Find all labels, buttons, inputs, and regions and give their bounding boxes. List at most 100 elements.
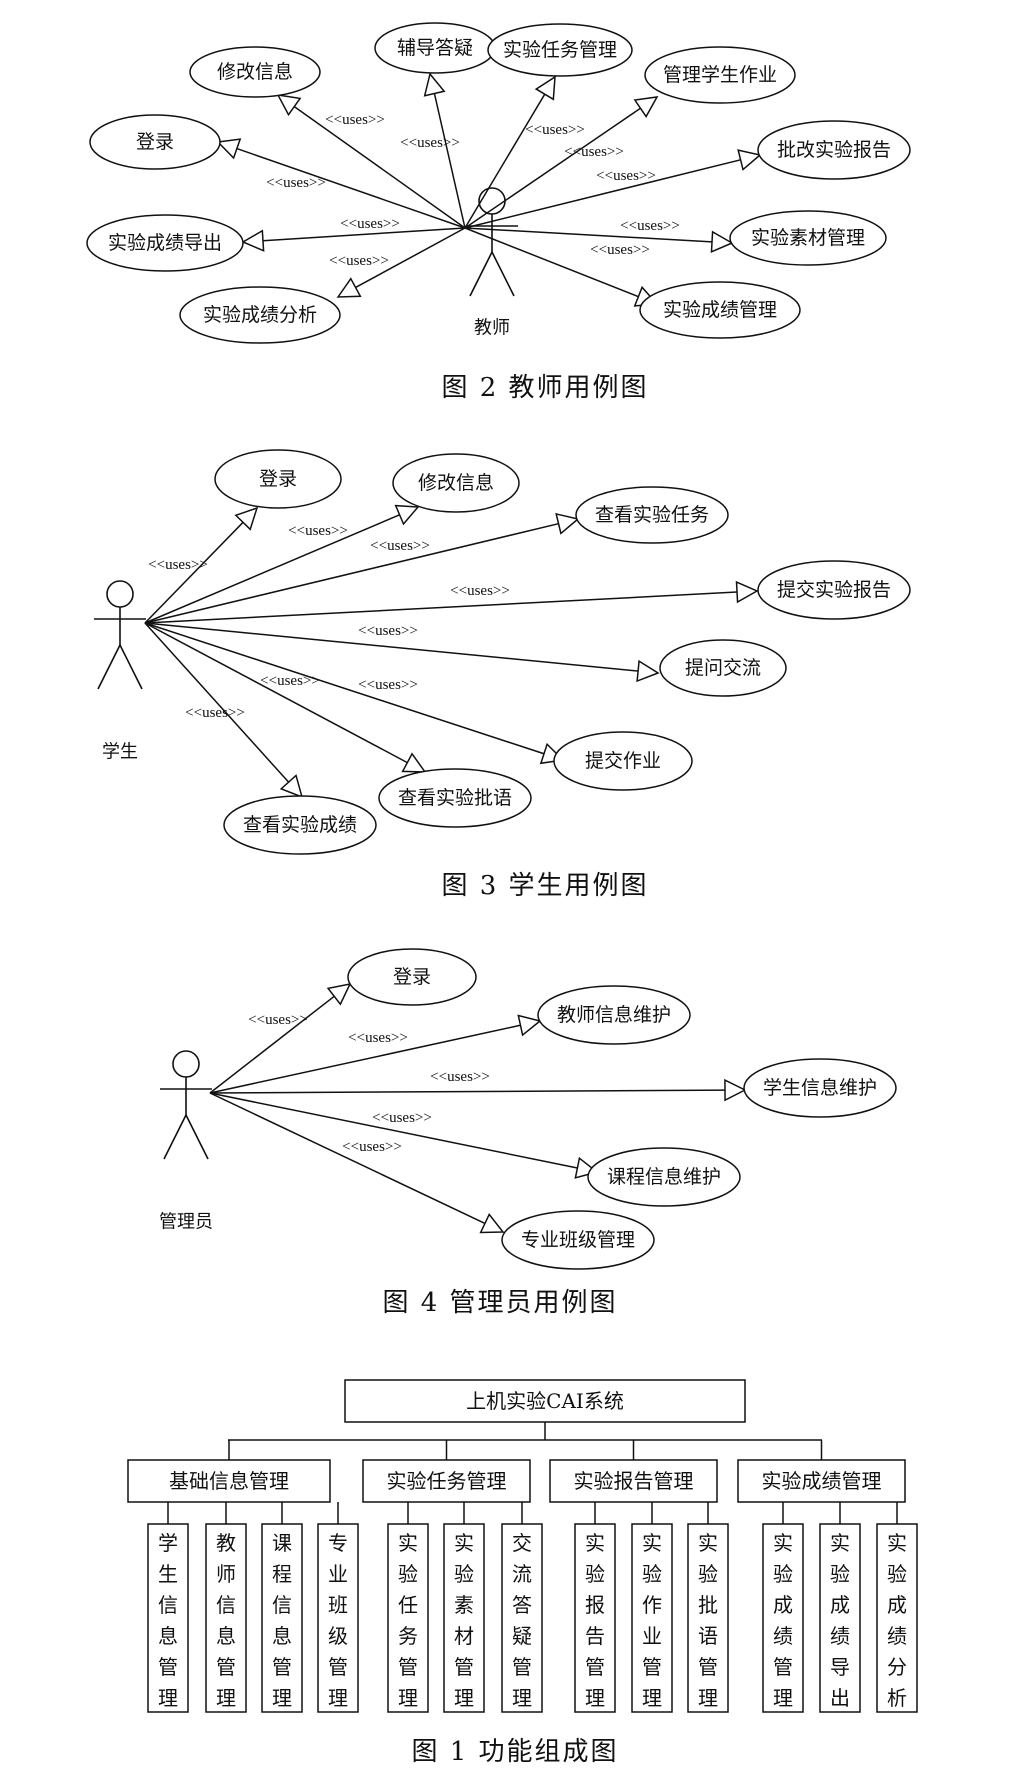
- use-case-label: 课程信息维护: [607, 1166, 721, 1188]
- function-item: 实验报告管理: [574, 1502, 616, 1713]
- use-case-label: 批改实验报告: [777, 139, 891, 161]
- function-item-label: 实验素材管理: [454, 1531, 474, 1710]
- use-case-label: 实验素材管理: [751, 227, 865, 249]
- function-item: 实验成绩分析: [876, 1502, 918, 1713]
- uses-association: [209, 982, 352, 1094]
- function-item-label: 实验成绩分析: [887, 1531, 907, 1710]
- uses-label: <<uses>>: [430, 1069, 490, 1085]
- use-case-label: 查看实验成绩: [243, 814, 357, 836]
- uses-label: <<uses>>: [620, 218, 680, 234]
- actor-label: 教师: [474, 318, 510, 339]
- use-case: 实验任务管理: [487, 23, 633, 77]
- function-item: 实验作业管理: [631, 1502, 673, 1713]
- use-case: 实验成绩管理: [639, 281, 801, 339]
- uses-label: <<uses>>: [370, 538, 430, 554]
- use-case-label: 专业班级管理: [521, 1229, 635, 1251]
- function-item: 交流答疑管理: [501, 1502, 543, 1713]
- student-actor: 学生: [94, 580, 146, 763]
- use-case: 提交作业: [553, 731, 693, 791]
- uses-label: <<uses>>: [185, 705, 245, 721]
- function-item: 学生信息管理: [147, 1502, 189, 1713]
- function-item-label: 实验成绩导出: [830, 1531, 850, 1710]
- use-case-label: 登录: [136, 131, 174, 153]
- uses-association: [209, 1092, 505, 1234]
- function-composition-chart: 上机实验CAI系统基础信息管理学生信息管理教师信息管理课程信息管理专业班级管理实…: [127, 1379, 918, 1767]
- use-case: 查看实验批语: [378, 768, 532, 828]
- figure-caption: 图 2 教师用例图: [441, 373, 648, 403]
- root-label: 上机实验CAI系统: [466, 1389, 624, 1413]
- function-item: 实验任务管理: [387, 1502, 429, 1713]
- uses-label: <<uses>>: [325, 112, 385, 128]
- teacher-actor: 教师: [466, 187, 518, 339]
- uses-label: <<uses>>: [358, 623, 418, 639]
- use-case: 课程信息维护: [587, 1147, 741, 1207]
- use-case: 查看实验任务: [575, 486, 729, 544]
- uses-label: <<uses>>: [564, 144, 624, 160]
- use-case: 专业班级管理: [501, 1210, 655, 1270]
- uses-label: <<uses>>: [450, 583, 510, 599]
- uses-association: [464, 227, 659, 307]
- use-case-label: 管理学生作业: [663, 64, 777, 86]
- function-item-label: 学生信息管理: [158, 1531, 178, 1710]
- admin-use-case-diagram: 登录教师信息维护学生信息维护课程信息维护专业班级管理管理员<<uses>><<u…: [159, 948, 897, 1318]
- use-case-label: 查看实验任务: [595, 504, 709, 526]
- uses-label: <<uses>>: [248, 1012, 308, 1028]
- uses-label: <<uses>>: [288, 523, 348, 539]
- root-box: 上机实验CAI系统: [344, 1379, 746, 1423]
- uses-association: [464, 149, 762, 229]
- use-case-label: 登录: [259, 468, 297, 490]
- uses-association: [276, 94, 466, 229]
- uses-association: [209, 1078, 747, 1102]
- admin-actor: 管理员: [159, 1050, 213, 1233]
- use-case-label: 实验成绩导出: [108, 232, 222, 254]
- uses-label: <<uses>>: [358, 677, 418, 693]
- use-case: 实验素材管理: [729, 210, 887, 266]
- uses-association: [144, 512, 580, 624]
- uses-association: [144, 580, 759, 624]
- function-item-label: 教师信息管理: [216, 1531, 236, 1710]
- group-label: 实验成绩管理: [762, 1469, 882, 1493]
- use-case-label: 提交实验报告: [777, 579, 891, 601]
- group-label: 实验报告管理: [574, 1469, 694, 1493]
- uses-label: <<uses>>: [329, 253, 389, 269]
- function-item: 课程信息管理: [261, 1502, 303, 1713]
- use-case: 提交实验报告: [757, 560, 911, 620]
- use-case: 管理学生作业: [644, 46, 796, 104]
- uses-label: <<uses>>: [525, 122, 585, 138]
- uses-association: [209, 1014, 542, 1094]
- function-item: 实验成绩管理: [762, 1502, 804, 1713]
- function-item: 实验批语管理: [687, 1502, 729, 1713]
- function-item: 专业班级管理: [317, 1502, 359, 1713]
- use-case-label: 登录: [393, 966, 431, 988]
- uses-association: [336, 227, 466, 298]
- function-item-label: 交流答疑管理: [512, 1531, 532, 1710]
- use-case: 登录: [347, 948, 477, 1006]
- uses-association: [241, 227, 466, 252]
- uses-association: [464, 227, 734, 254]
- uses-label: <<uses>>: [342, 1139, 402, 1155]
- figure-caption: 图 3 学生用例图: [441, 871, 648, 901]
- uses-label: <<uses>>: [348, 1030, 408, 1046]
- uses-label: <<uses>>: [148, 557, 208, 573]
- actor-label: 学生: [102, 742, 138, 763]
- uses-label: <<uses>>: [596, 168, 656, 184]
- function-item: 实验成绩导出: [819, 1502, 861, 1713]
- use-case: 批改实验报告: [757, 120, 911, 180]
- uses-label: <<uses>>: [266, 175, 326, 191]
- uses-label: <<uses>>: [372, 1110, 432, 1126]
- use-case: 修改信息: [189, 46, 321, 98]
- use-case: 提问交流: [659, 639, 787, 697]
- use-case-label: 提交作业: [585, 750, 661, 772]
- uses-label: <<uses>>: [340, 216, 400, 232]
- use-case: 辅导答疑: [374, 22, 496, 74]
- uses-label: <<uses>>: [260, 673, 320, 689]
- figure-caption: 图 1 功能组成图: [411, 1737, 618, 1767]
- uses-association: [464, 75, 556, 229]
- use-case-label: 实验成绩分析: [203, 304, 317, 326]
- use-case-label: 提问交流: [685, 657, 761, 679]
- group-label: 基础信息管理: [169, 1469, 289, 1493]
- use-case: 教师信息维护: [537, 985, 691, 1045]
- function-item-label: 实验成绩管理: [773, 1531, 793, 1710]
